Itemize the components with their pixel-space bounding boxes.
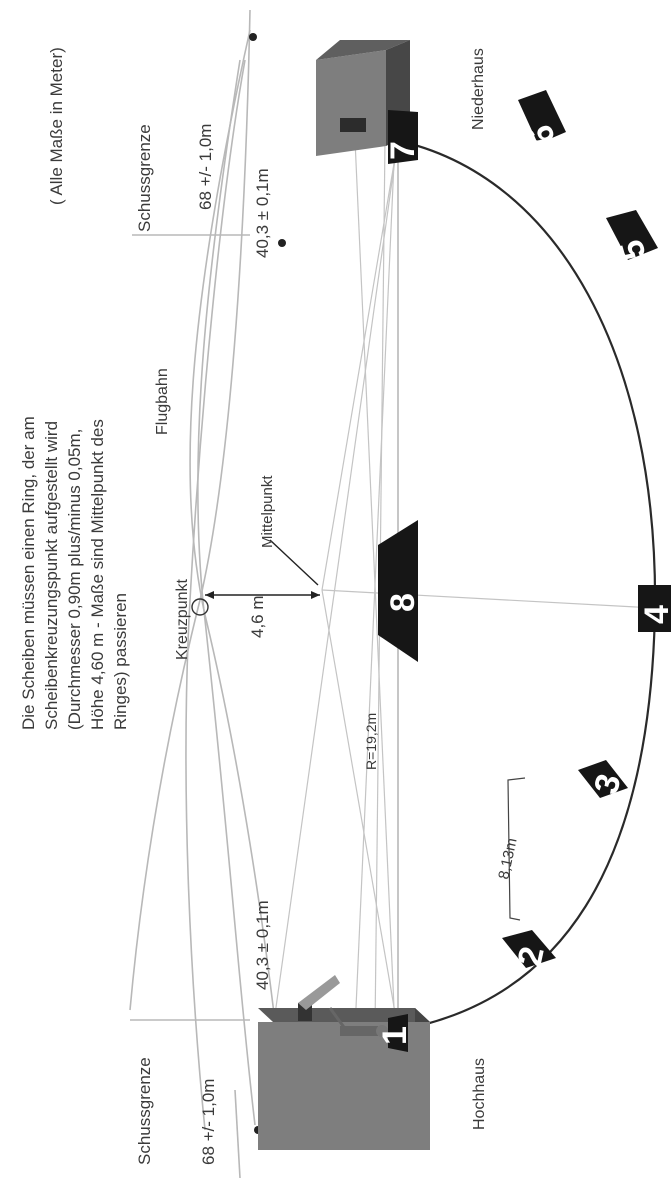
station-semicircle bbox=[394, 138, 657, 1032]
station-4: 4 bbox=[638, 585, 671, 632]
station-1: 1 bbox=[376, 1014, 414, 1052]
station-1-number: 1 bbox=[376, 1026, 414, 1045]
station-4-number: 4 bbox=[638, 605, 671, 624]
distance-dot-right bbox=[278, 239, 286, 247]
hochhaus-label: Hochhaus bbox=[471, 1058, 488, 1130]
note-line-4: Höhe 4,60 m - Maße sind Mittelpunkt des bbox=[88, 419, 107, 730]
arc-distance-label: 8,13m bbox=[495, 837, 520, 881]
hochhaus-edge-line bbox=[234, 1089, 241, 1178]
niederhaus-label: Niederhaus bbox=[470, 48, 487, 130]
cross-line-b bbox=[354, 139, 396, 1031]
station-8-number: 8 bbox=[384, 593, 422, 612]
arc-distance-bracket bbox=[507, 777, 526, 921]
distance-left-label: 40,3 ± 0,1m bbox=[253, 900, 272, 990]
distance-right-label: 40,3 ± 0,1m bbox=[253, 168, 272, 258]
trajectory-high-house bbox=[189, 29, 281, 1066]
mittelpunkt-label: Mittelpunkt bbox=[259, 475, 276, 548]
mittelpunkt-pointer bbox=[269, 539, 319, 586]
station-2: 2 bbox=[502, 930, 556, 970]
boundary-dot-right bbox=[249, 33, 257, 41]
schussgrenze-right-label: Schussgrenze bbox=[135, 124, 154, 232]
ring-rule-note: Die Scheiben müssen einen Ring, der am S… bbox=[19, 416, 130, 730]
note-line-3: (Durchmesser 0,90m plus/minus 0,05m, bbox=[65, 429, 84, 730]
schussgrenze-left-label: Schussgrenze bbox=[135, 1057, 154, 1165]
radius-line-1 bbox=[321, 589, 399, 1031]
flugbahn-label: Flugbahn bbox=[154, 368, 171, 435]
kreuzpunkt-label: Kreuzpunkt bbox=[174, 579, 191, 660]
note-line-5: Ringes) passieren bbox=[111, 593, 130, 730]
note-line-1: Die Scheiben müssen einen Ring, der am bbox=[19, 416, 38, 730]
flight-path-arc bbox=[129, 9, 251, 1011]
range-limit-arc bbox=[185, 59, 246, 1131]
cross-line-d bbox=[269, 159, 396, 1051]
station-5: 5 bbox=[606, 210, 658, 264]
height-arrow-right bbox=[311, 591, 320, 599]
station-6: 6 bbox=[518, 90, 566, 151]
station-7-number: 7 bbox=[384, 141, 422, 160]
limit-left-label: 68 +/- 1,0m bbox=[199, 1079, 218, 1165]
shooter-figure bbox=[328, 1007, 388, 1037]
center-to-station-4 bbox=[321, 589, 656, 609]
trajectory-low-house bbox=[197, 59, 256, 1126]
height-arrow-left bbox=[205, 591, 214, 599]
note-line-2: Scheibenkreuzungspunkt aufgestellt wird bbox=[42, 421, 61, 730]
radius-line-7 bbox=[321, 139, 399, 591]
station-3: 3 bbox=[578, 760, 629, 798]
station-7: 7 bbox=[384, 110, 422, 164]
height-label: 4,6 m bbox=[248, 595, 267, 638]
radius-label: R=19,2m bbox=[363, 713, 379, 770]
station-8: 8 bbox=[378, 520, 422, 662]
crossing-point-ring bbox=[191, 598, 209, 616]
limit-right-label: 68 +/- 1,0m bbox=[196, 124, 215, 210]
hochhaus-building bbox=[258, 975, 430, 1150]
units-note: ( Alle Maße in Meter) bbox=[47, 47, 66, 205]
